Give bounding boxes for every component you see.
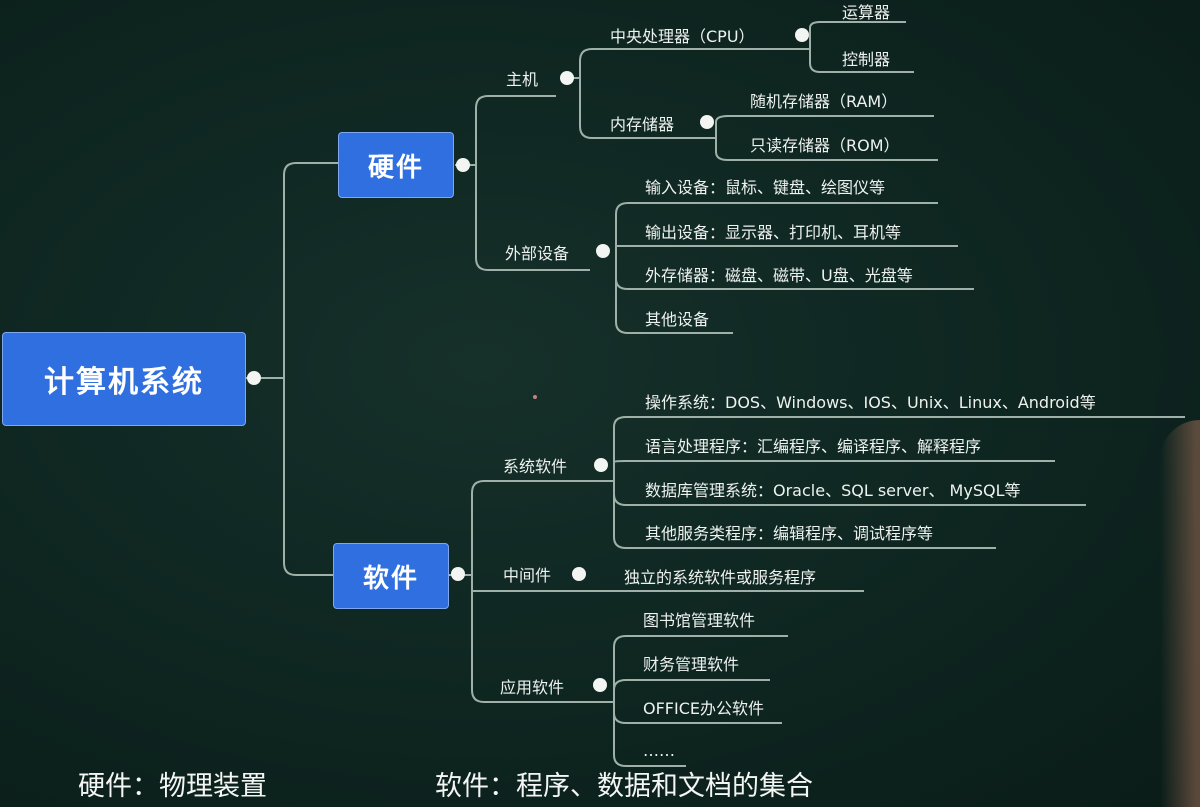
application-child-library: 图书馆管理软件	[643, 611, 756, 630]
hardware-label: 硬件	[367, 152, 424, 183]
cpu-child-alu: 运算器	[842, 3, 891, 22]
root-label: 计算机系统	[44, 365, 204, 400]
cpu-child-control: 控制器	[842, 50, 891, 69]
system-software-label: 系统软件	[503, 457, 568, 476]
presenter-edge	[1160, 420, 1200, 807]
middleware-child: 独立的系统软件或服务程序	[624, 568, 817, 587]
middleware-dot	[572, 567, 586, 581]
peripherals-dot	[596, 244, 610, 258]
cpu-dot	[795, 28, 809, 42]
host-label: 主机	[506, 70, 539, 89]
middleware-label: 中间件	[503, 566, 552, 585]
memory-child-ram: 随机存储器（RAM）	[750, 92, 898, 111]
software-label: 软件	[362, 563, 419, 594]
root-node-dot	[247, 371, 261, 385]
system-child-os: 操作系统：DOS、Windows、IOS、Unix、Linux、Android等	[645, 393, 1096, 412]
system-child-service: 其他服务类程序：编辑程序、调试程序等	[645, 524, 934, 543]
cpu-label: 中央处理器（CPU）	[610, 27, 755, 46]
software-node-dot	[451, 567, 465, 581]
software-node: 软件	[333, 543, 449, 609]
application-child-finance: 财务管理软件	[643, 655, 740, 674]
laser-pointer-dot	[533, 395, 537, 399]
root-node: 计算机系统	[2, 332, 246, 426]
system-child-lang: 语言处理程序：汇编程序、编译程序、解释程序	[645, 437, 982, 456]
software-caption: 软件：程序、数据和文档的集合	[435, 771, 813, 802]
peripherals-child-other: 其他设备	[645, 310, 710, 329]
application-child-more: ……	[643, 741, 675, 760]
hardware-node: 硬件	[338, 132, 454, 198]
hardware-caption: 硬件：物理装置	[78, 771, 267, 802]
application-dot	[593, 678, 607, 692]
system-software-dot	[594, 458, 608, 472]
memory-label: 内存储器	[610, 115, 675, 134]
memory-dot	[700, 115, 714, 129]
system-child-db: 数据库管理系统：Oracle、SQL server、 MySQL等	[645, 481, 1021, 500]
host-dot	[560, 71, 574, 85]
application-child-office: OFFICE办公软件	[643, 699, 765, 718]
hardware-node-dot	[456, 158, 470, 172]
application-label: 应用软件	[500, 678, 565, 697]
memory-child-rom: 只读存储器（ROM）	[750, 136, 900, 155]
peripherals-label: 外部设备	[505, 244, 570, 263]
peripherals-child-output: 输出设备：显示器、打印机、耳机等	[645, 223, 902, 242]
peripherals-child-storage: 外存储器：磁盘、磁带、U盘、光盘等	[645, 266, 913, 285]
peripherals-child-input: 输入设备：鼠标、键盘、绘图仪等	[645, 178, 886, 197]
